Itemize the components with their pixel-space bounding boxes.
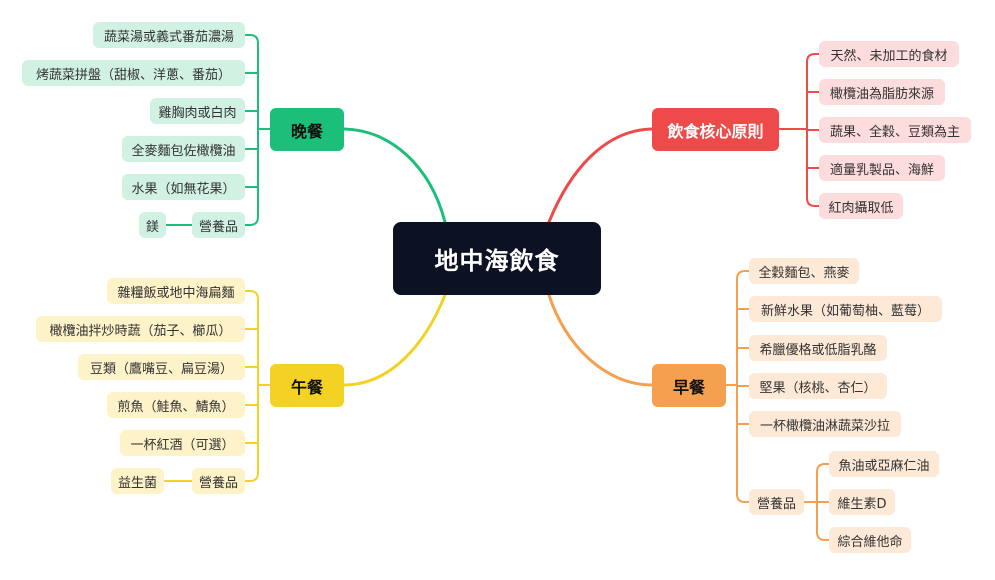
connector-line (342, 127, 447, 224)
breakfast-supplement-item[interactable]: 魚油或亞麻仁油 (829, 451, 939, 477)
breakfast-item[interactable]: 新鮮水果（如葡萄柚、藍莓） (749, 296, 942, 322)
lunch-item[interactable]: 雜糧飯或地中海扁麵 (107, 278, 245, 304)
central-topic[interactable]: 地中海飲食 (393, 222, 601, 295)
breakfast-item[interactable]: 一杯橄欖油淋蔬菜沙拉 (749, 411, 901, 437)
breakfast-item[interactable]: 全穀麵包、燕麥 (749, 258, 859, 284)
dinner-supplement[interactable]: 營養品 (192, 212, 245, 238)
lunch-item[interactable]: 橄欖油拌炒時蔬（茄子、櫛瓜） (36, 316, 245, 342)
connector-line (547, 293, 654, 387)
dinner-item[interactable]: 蔬菜湯或義式番茄濃湯 (93, 22, 245, 48)
lunch-supplement-item[interactable]: 益生菌 (111, 468, 164, 494)
dinner-supplement-item[interactable]: 鎂 (139, 212, 166, 238)
principle-item[interactable]: 紅肉攝取低 (819, 193, 903, 219)
connector-line (547, 127, 654, 224)
branch-breakfast[interactable]: 早餐 (652, 364, 726, 407)
branch-dinner[interactable]: 晚餐 (270, 108, 344, 151)
breakfast-supplement-item[interactable]: 綜合維他命 (829, 527, 911, 553)
connector-line (244, 290, 259, 482)
branch-lunch[interactable]: 午餐 (270, 364, 344, 407)
lunch-item[interactable]: 煎魚（鮭魚、鯖魚） (107, 392, 245, 418)
breakfast-item[interactable]: 希臘優格或低脂乳酪 (749, 335, 887, 361)
principle-item[interactable]: 蔬果、全穀、豆類為主 (819, 117, 971, 143)
breakfast-supplement-item[interactable]: 維生素D (829, 489, 895, 515)
breakfast-supplement[interactable]: 營養品 (749, 489, 804, 515)
lunch-supplement[interactable]: 營養品 (192, 468, 245, 494)
lunch-item[interactable]: 一杯紅酒（可選） (120, 430, 245, 456)
principle-item[interactable]: 天然、未加工的食材 (819, 41, 959, 67)
connector-line (244, 34, 259, 226)
breakfast-item[interactable]: 堅果（核桃、杏仁） (749, 373, 887, 399)
lunch-item[interactable]: 豆類（鷹嘴豆、扁豆湯） (78, 354, 245, 380)
dinner-item[interactable]: 全麥麵包佐橄欖油 (122, 136, 245, 162)
connector-line (342, 293, 447, 387)
dinner-item[interactable]: 水果（如無花果） (122, 174, 245, 200)
branch-core-principles[interactable]: 飲食核心原則 (652, 108, 779, 151)
dinner-item[interactable]: 雞胸肉或白肉 (150, 98, 245, 124)
principle-item[interactable]: 適量乳製品、海鮮 (819, 155, 945, 181)
principle-item[interactable]: 橄欖油為脂肪來源 (819, 79, 945, 105)
dinner-item[interactable]: 烤蔬菜拼盤（甜椒、洋蔥、番茄） (22, 60, 245, 86)
